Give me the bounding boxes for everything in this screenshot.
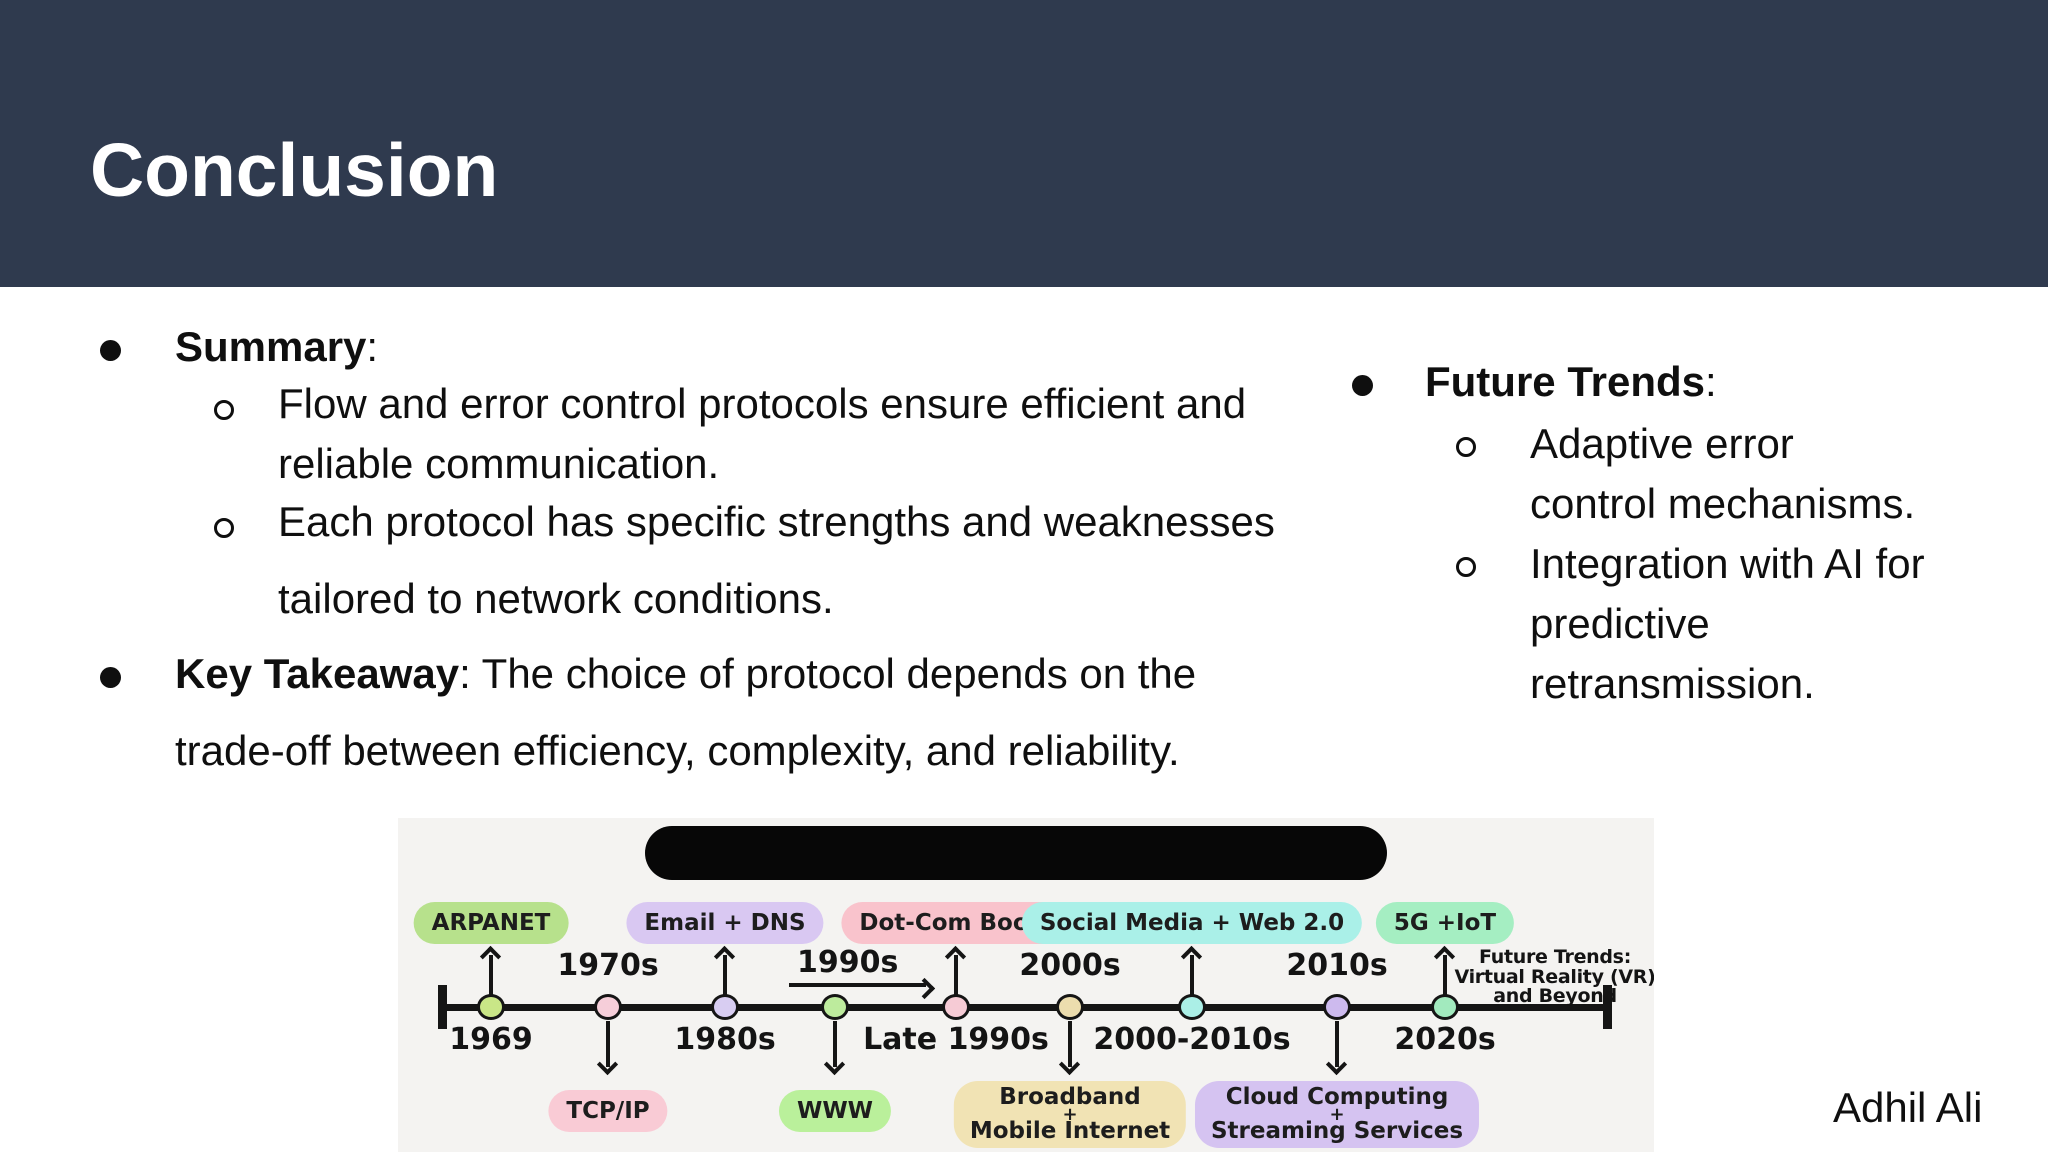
bullet-marker [100, 667, 121, 688]
redacted-title-block [645, 826, 1387, 880]
sub-bullet-text: predictive [1530, 600, 1710, 647]
down-arrow-head-icon [596, 1053, 619, 1076]
timeline-year-label: 1980s [674, 1022, 776, 1057]
down-arrow [833, 1021, 837, 1067]
timeline-event-bubble: Social Media + Web 2.0 [1021, 902, 1363, 944]
timeline-event-bubble: ARPANET [413, 902, 569, 944]
timeline-end-cap [1603, 985, 1612, 1029]
timeline-start-cap [438, 985, 447, 1029]
timeline-dot [1178, 994, 1206, 1020]
down-arrow-head-icon [1058, 1053, 1081, 1076]
timeline-event-bubble: TCP/IP [548, 1090, 668, 1132]
sub-bullet-text: tailored to network conditions. [278, 575, 834, 622]
bullet-future-trends-colon: : [1705, 358, 1717, 405]
slide-header-band: Conclusion [0, 0, 2048, 287]
timeline-year-label-underlined: 1990s [789, 946, 936, 1000]
sub-bullet-text: Adaptive error [1530, 420, 1794, 467]
bullet-summary-colon: : [366, 323, 379, 370]
timeline-dot [594, 994, 622, 1020]
sub-bullet-text: retransmission. [1530, 660, 1815, 707]
sub-bullet-text: Integration with AI for [1530, 540, 1925, 587]
timeline-dot [821, 994, 849, 1020]
timeline-event-label: Email + DNS [644, 910, 806, 936]
sub-bullet-text: Flow and error control protocols ensure … [278, 380, 1247, 427]
sub-bullet-marker [1456, 437, 1476, 457]
timeline-dot [477, 994, 505, 1020]
timeline-dot [1056, 994, 1084, 1020]
bullet-key-takeaway-text: : The choice of protocol depends on the [459, 650, 1197, 697]
timeline-side-note: Future Trends: Virtual Reality (VR) and … [1454, 946, 1654, 1007]
timeline-dot [711, 994, 739, 1020]
timeline-event-label: ARPANET [431, 910, 551, 936]
bullet-key-takeaway-label: Key Takeaway [175, 650, 460, 697]
author-credit: Adhil Ali [1833, 1084, 1983, 1131]
timeline-dot [942, 994, 970, 1020]
up-arrow-head-icon [479, 945, 502, 968]
side-note-line: Future Trends: [1478, 946, 1631, 968]
timeline-event-label: Cloud Computing [1225, 1084, 1449, 1110]
timeline-year-label: 2010s [1286, 948, 1388, 983]
timeline-event-label: Streaming Services [1210, 1118, 1464, 1144]
timeline-event-label: Social Media + Web 2.0 [1039, 910, 1345, 936]
sub-bullet-marker [1456, 557, 1476, 577]
up-arrow-head-icon [713, 945, 736, 968]
bullet-future-trends: Future Trends: [1425, 357, 1717, 407]
up-arrow [489, 955, 493, 996]
timeline-year-label: 1970s [557, 948, 659, 983]
bullet-key-takeaway: Key Takeaway: The choice of protocol dep… [175, 649, 1196, 699]
up-arrow [1443, 955, 1447, 996]
up-arrow [723, 955, 727, 996]
timeline-year-label: 2020s [1394, 1022, 1496, 1057]
page-title: Conclusion [90, 128, 499, 212]
timeline-dot [1323, 994, 1351, 1020]
timeline-event-bubble: 5G +IoT [1375, 902, 1515, 944]
up-arrow [1190, 955, 1194, 996]
timeline-event-label: TCP/IP [566, 1098, 650, 1124]
side-note-line: and Beyond [1493, 985, 1617, 1007]
sub-bullet-marker [214, 400, 234, 420]
sub-bullet-text: control mechanisms. [1530, 480, 1916, 527]
timeline-year-label: 2000s [1019, 948, 1121, 983]
up-arrow-head-icon [944, 945, 967, 968]
timeline-event-label: WWW [796, 1098, 874, 1124]
timeline-event-bubble: WWW [778, 1090, 892, 1132]
side-note-line: Virtual Reality (VR) [1454, 965, 1654, 988]
timeline-year-label: 2000-2010s [1093, 1022, 1291, 1057]
bullet-future-trends-label: Future Trends [1425, 358, 1706, 405]
timeline-event-label: Broadband [999, 1084, 1141, 1110]
down-arrow [1068, 1021, 1072, 1067]
bullet-marker [100, 340, 121, 361]
timeline-year-label: 1990s [789, 946, 927, 987]
timeline-event-bubble: Cloud Computing+Streaming Services [1194, 1081, 1480, 1148]
timeline-axis [442, 1004, 1612, 1011]
up-arrow [954, 955, 958, 996]
bullet-key-takeaway-text2: trade-off between efficiency, complexity… [175, 727, 1180, 774]
down-arrow-head-icon [1325, 1053, 1348, 1076]
timeline-year-label: Late 1990s [863, 1022, 1049, 1057]
timeline-event-label: Dot-Com Boom [859, 910, 1053, 936]
timeline-event-label: + [1329, 1104, 1345, 1125]
up-arrow-head-icon [1433, 945, 1456, 968]
timeline-event-label: + [1062, 1104, 1078, 1125]
down-arrow [606, 1021, 610, 1067]
down-arrow [1335, 1021, 1339, 1067]
timeline-event-bubble: Email + DNS [626, 902, 824, 944]
down-arrow-head-icon [823, 1053, 846, 1076]
up-arrow-head-icon [1180, 945, 1203, 968]
timeline-event-bubble: Broadband+Mobile Internet [953, 1081, 1187, 1148]
bullet-summary-label: Summary [175, 323, 367, 370]
timeline-event-label: 5G +IoT [1393, 910, 1497, 936]
bullet-marker [1352, 375, 1373, 396]
sub-bullet-marker [214, 518, 234, 538]
timeline-dot [1431, 994, 1459, 1020]
bullet-summary: Summary: [175, 322, 378, 372]
internet-timeline-figure: ARPANET 1969 1970s TCP/IP Email + DNS 19… [398, 818, 1654, 1152]
timeline-year-label: 1969 [449, 1022, 533, 1057]
sub-bullet-text: reliable communication. [278, 440, 720, 487]
sub-bullet-text: Each protocol has specific strengths and… [278, 498, 1275, 545]
timeline-event-label: Mobile Internet [969, 1118, 1171, 1144]
